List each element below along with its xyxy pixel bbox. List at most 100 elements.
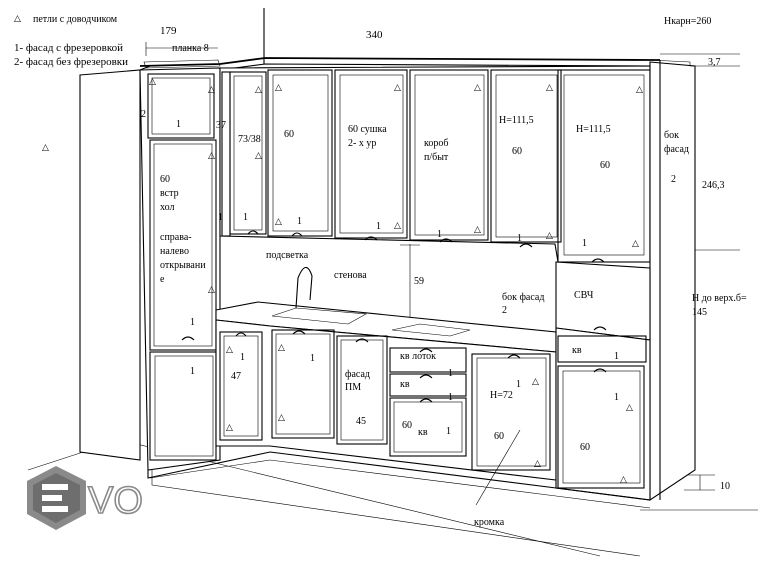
dim-3-7: 3,7 (708, 57, 721, 68)
hinge-triangle-icon: △ (278, 412, 285, 422)
evo-hexagon-logo: VO (27, 466, 144, 530)
hinge-note: петли с доводчиком (33, 14, 118, 25)
right-side-panel (649, 60, 696, 502)
hinge-triangle-icon: △ (208, 284, 215, 294)
edge-label: кромка (474, 517, 505, 528)
lower-60-a: 60 (494, 431, 504, 442)
tray-label: кв лоток (400, 351, 436, 362)
side-label-1: бок (664, 130, 679, 141)
fridge-label-4: справа- (160, 232, 192, 243)
fridge-label-1: 60 (160, 174, 170, 185)
lower-cabinets (215, 319, 557, 481)
dim-tall-top-1: Н до верх.б= (692, 293, 747, 304)
dim-10: 10 (720, 481, 730, 492)
num-label: 1 (297, 216, 302, 227)
num-label: 1 (190, 366, 195, 377)
hinge-triangle-icon: △ (149, 76, 156, 86)
tall-column (139, 67, 221, 471)
upper-h111-a: Н=111,5 (499, 115, 534, 126)
logo-text: VO (88, 480, 143, 522)
num-label: 1 (176, 119, 181, 130)
hinge-triangle-icon: △ (546, 82, 553, 92)
hinge-triangle-icon: △ (394, 220, 401, 230)
dim-cornice: Нкарн=260 (664, 16, 711, 27)
lower-h72: Н=72 (490, 390, 513, 401)
hinge-triangle-icon: △ (546, 230, 553, 240)
hinge-triangle-icon: △ (208, 84, 215, 94)
num-label: 1 (218, 212, 223, 223)
lower-60-b: 60 (580, 442, 590, 453)
dimension-lines (145, 8, 740, 506)
num-label: 1 (614, 351, 619, 362)
right-lower-column (555, 326, 651, 501)
pm-label-3: 45 (356, 416, 366, 427)
microwave-label: СВЧ (574, 290, 594, 301)
hinge-triangle-icon: △ (208, 150, 215, 160)
hinge-triangle-icon: △ (255, 150, 262, 160)
pm-label-2: ПМ (345, 382, 361, 393)
hinge-triangle-icon: △ (394, 82, 401, 92)
upper-60-b: 60 (512, 146, 522, 157)
num-label: 1 (376, 221, 381, 232)
hinge-triangle-icon: △ (278, 342, 285, 352)
upper-cabinets (219, 65, 651, 263)
dim-340: 340 (366, 29, 383, 41)
dryer-label-2: 2- х ур (348, 138, 376, 149)
dim-tall-top-2: 145 (692, 307, 707, 318)
fridge-label-3: хол (160, 202, 174, 213)
fridge-label-7: е (160, 274, 165, 285)
hinge-triangle-icon: △ (275, 82, 282, 92)
left-tall-side (79, 65, 151, 461)
drawer-60-kv-2: кв (418, 427, 428, 438)
num-label: 1 (437, 229, 442, 240)
dim-246: 246,3 (702, 180, 725, 191)
hinge-triangle-icon: △ (620, 474, 627, 484)
box-label-2: п/быт (424, 152, 449, 163)
hinge-triangle-icon: △ (626, 402, 633, 412)
hinge-triangle-icon: △ (474, 224, 481, 234)
num-label: 1 (190, 317, 195, 328)
box-label-1: короб (424, 138, 448, 149)
dim-strip: планка 8 (172, 43, 209, 54)
upper-h111-b: Н=111,5 (576, 124, 611, 135)
num-label: 1 (310, 353, 315, 364)
facade1-note: 1- фасад с фрезеровкой (14, 42, 123, 54)
num-label: 1 (243, 212, 248, 223)
side-facade-label-1: бок фасад (502, 292, 544, 303)
facade2-note: 2- фасад без фрезеровки (14, 56, 128, 68)
upper-60-c: 60 (600, 160, 610, 171)
dimension-texts: 179 планка 8 340 Нкарн=260 3,7 246,3 Н д… (160, 16, 747, 492)
pm-label-1: фасад (345, 369, 370, 380)
num-label: 1 (448, 392, 453, 403)
hinge-triangle-icon: △ (636, 84, 643, 94)
dim-179: 179 (160, 25, 177, 37)
hinge-triangle-icon: △ (226, 344, 233, 354)
num-label: 1 (517, 233, 522, 244)
legend-block: △ петли с доводчиком 1- фасад с фрезеров… (14, 13, 128, 68)
hinge-triangle-icon: △ (226, 422, 233, 432)
hinge-triangle-icon: △ (532, 376, 539, 386)
dim-59: 59 (414, 276, 424, 287)
num-label: 1 (240, 352, 245, 363)
wallpanel-label: стенова (334, 270, 367, 281)
drawer-60-kv-1: 60 (402, 420, 412, 431)
upper-37: 37 (216, 120, 226, 131)
drawer-kv2: кв (400, 379, 410, 390)
side-facade-label-2: 2 (502, 305, 507, 316)
side-label-num: 2 (671, 174, 676, 185)
hinge-triangle-icon: △ (14, 13, 21, 23)
hinge-triangle-icon: △ (275, 216, 282, 226)
num-label: 1 (582, 238, 587, 249)
hinge-triangle-icon: △ (42, 142, 49, 152)
num-label: 1 (516, 379, 521, 390)
hinge-triangle-icon: △ (255, 84, 262, 94)
hinge-triangle-icon: △ (474, 82, 481, 92)
plinth (147, 451, 651, 509)
hinge-markers: △ △ △ △ △ △ △ △ △ △ △ △ △ △ △ △ △ △ △ △ … (42, 76, 643, 484)
fridge-label-5: налево (160, 246, 189, 257)
side-label-2: фасад (664, 144, 689, 155)
cabinet-labels: 1 2 37 73/38 60 60 сушка 2- х ур короб п… (141, 109, 689, 528)
backlight-label: подсветка (266, 250, 309, 261)
num-label: 1 (448, 368, 453, 379)
